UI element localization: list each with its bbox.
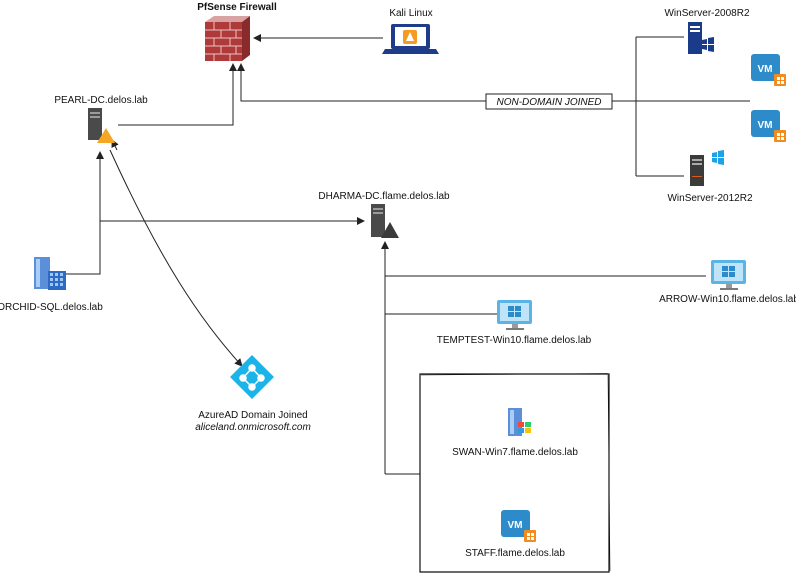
- temptest-win10-label: TEMPTEST-Win10.flame.delos.lab: [437, 335, 592, 346]
- dharma-dc-node[interactable]: DHARMA-DC.flame.delos.lab: [318, 191, 450, 238]
- arrow-win10-label: ARROW-Win10.flame.delos.lab: [659, 294, 796, 305]
- staff-node[interactable]: VM STAFF.flame.delos.lab: [465, 510, 565, 559]
- winserver2012-node[interactable]: WinServer-2012R2: [667, 150, 753, 204]
- azuread-sublabel: aliceland.onmicrosoft.com: [195, 422, 311, 433]
- workstation-group-box: [419, 373, 611, 573]
- vm-bottom-text: VM: [758, 120, 773, 131]
- monitor-icon: [711, 260, 746, 290]
- swan-win7-label: SWAN-Win7.flame.delos.lab: [452, 447, 578, 458]
- dharma-dc-label: DHARMA-DC.flame.delos.lab: [318, 191, 450, 202]
- staff-label: STAFF.flame.delos.lab: [465, 548, 565, 559]
- laptop-icon: [382, 24, 439, 54]
- non-domain-label: NON-DOMAIN JOINED: [497, 97, 602, 108]
- vm-icon: VM: [751, 54, 786, 86]
- firewall-label: PfSense Firewall: [197, 2, 277, 13]
- sql-server-icon: [34, 257, 66, 290]
- temptest-win10-node[interactable]: TEMPTEST-Win10.flame.delos.lab: [437, 300, 592, 346]
- winserver2008-node[interactable]: WinServer-2008R2: [664, 8, 750, 54]
- edge-pearl-to-firewall: [118, 63, 237, 126]
- vm-top-text: VM: [758, 64, 773, 75]
- server-icon: [371, 204, 399, 238]
- vm-top-node[interactable]: VM: [751, 54, 786, 86]
- pearl-dc-label: PEARL-DC.delos.lab: [54, 95, 148, 106]
- staff-vm-text: VM: [508, 520, 523, 531]
- server-warning-icon: [88, 108, 115, 143]
- non-domain-label-box: NON-DOMAIN JOINED: [485, 93, 613, 110]
- orchid-sql-label: ORCHID-SQL.delos.lab: [0, 302, 103, 313]
- windows-tower-icon: [508, 408, 531, 436]
- azuread-label: AzureAD Domain Joined: [198, 410, 308, 421]
- firewall-node[interactable]: PfSense Firewall: [197, 2, 277, 61]
- swan-win7-node[interactable]: SWAN-Win7.flame.delos.lab: [452, 408, 578, 458]
- azuread-node[interactable]: AzureAD Domain Joined aliceland.onmicros…: [195, 355, 311, 433]
- windows-server-icon: [690, 150, 724, 186]
- kali-label: Kali Linux: [389, 8, 432, 19]
- windows-server-icon: [688, 22, 714, 54]
- winserver2008-label: WinServer-2008R2: [664, 8, 749, 19]
- winserver2012-label: WinServer-2012R2: [667, 193, 752, 204]
- azure-ad-icon: [230, 355, 274, 399]
- pearl-dc-node[interactable]: PEARL-DC.delos.lab: [54, 95, 148, 143]
- connections: [66, 34, 750, 475]
- vm-icon: VM: [751, 110, 786, 142]
- vm-icon: VM: [501, 510, 536, 542]
- monitor-icon: [497, 300, 532, 330]
- firewall-icon: [205, 16, 250, 61]
- kali-node[interactable]: Kali Linux: [382, 8, 439, 54]
- edge-orchid-to-pearl: [66, 221, 101, 275]
- orchid-sql-node[interactable]: ORCHID-SQL.delos.lab: [0, 257, 103, 313]
- edge-pearl-to-azuread: [109, 149, 243, 367]
- vm-bottom-node[interactable]: VM: [751, 110, 786, 142]
- arrow-win10-node[interactable]: ARROW-Win10.flame.delos.lab: [659, 260, 796, 305]
